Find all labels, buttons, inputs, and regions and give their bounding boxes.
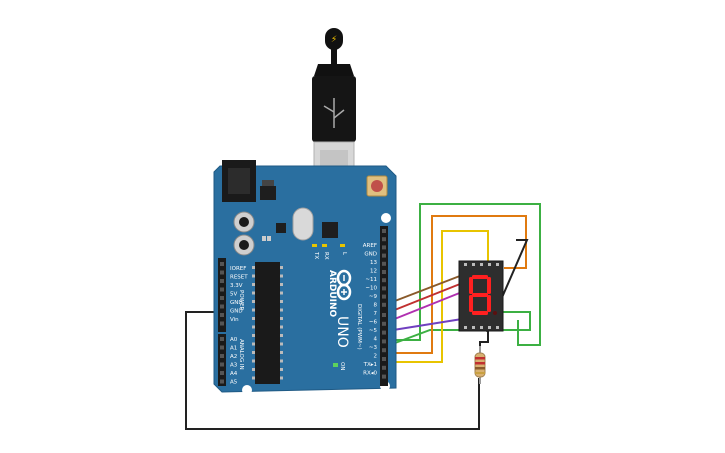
power-jack <box>222 160 256 202</box>
power-led: ON <box>333 362 345 370</box>
power-pin-label-2: 3.3V <box>230 283 243 289</box>
segment-dp <box>493 311 497 315</box>
segment-f <box>469 277 473 294</box>
analog-pin-label-5: A5 <box>230 380 238 386</box>
analog-pin-label-2: A2 <box>230 354 237 360</box>
digital-pin-label-9: ~6 <box>369 320 378 326</box>
analog-title: ANALOG IN <box>238 339 244 370</box>
resistor[interactable] <box>474 346 486 384</box>
segment-b <box>487 277 491 294</box>
digital-pin-label-6: ~9 <box>369 294 378 300</box>
digital-header-upper <box>380 226 388 310</box>
arduino-logo: ARDUINO UNO <box>327 269 352 348</box>
digital-pin-label-10: ~5 <box>369 328 378 334</box>
on-label: ON <box>339 362 345 370</box>
microcontroller-chip <box>252 262 283 384</box>
power-pin-label-1: RESET <box>230 275 248 281</box>
wire-gnd-black <box>185 311 480 430</box>
small-chip <box>276 223 286 233</box>
power-pin-labels: IOREF RESET 3.3V 5V GND GND Vin <box>230 266 248 323</box>
power-pin-label-5: GND <box>230 309 243 315</box>
digital-pin-label-11: 4 <box>374 337 378 343</box>
segment-a <box>472 275 488 279</box>
status-leds: TX RX L <box>312 244 347 260</box>
wire-green-a <box>387 203 541 346</box>
rx-led-label: RX <box>323 252 329 260</box>
seven-segment-display[interactable] <box>458 260 504 332</box>
display-segments <box>469 275 497 315</box>
digital-pin-label-5: ~10 <box>365 286 377 292</box>
digital-pin-label-1: GND <box>364 252 377 258</box>
wire-red <box>386 281 466 314</box>
segment-e <box>469 295 473 312</box>
digital-pin-label-0: AREF <box>363 243 377 249</box>
tx-led-label: TX <box>313 251 319 259</box>
power-pin-label-3: 5V <box>230 292 237 298</box>
wire-display-gnd <box>479 330 489 348</box>
voltage-regulator <box>260 180 276 200</box>
digital-pin-label-2: 13 <box>370 260 377 266</box>
digital-pin-label-13: 2 <box>374 354 378 360</box>
wire-green-b <box>386 311 531 347</box>
analog-pin-label-3: A3 <box>230 363 238 369</box>
digital-pin-label-4: ~11 <box>365 277 377 283</box>
digital-pin-label-12: ~3 <box>369 345 378 351</box>
crystal-oscillator <box>292 207 314 241</box>
usb-chip <box>322 222 338 238</box>
digital-pin-labels: AREF GND 13 12 ~11 ~10 ~9 8 7 ~6 ~5 4 ~3 2TX▸1RX◂0 <box>363 243 378 377</box>
reset-button[interactable] <box>366 175 388 197</box>
wires <box>185 203 541 430</box>
wire-purple <box>386 318 463 332</box>
power-pin-label-0: IOREF <box>230 266 246 272</box>
segment-g <box>472 293 488 297</box>
svg-text:⚡: ⚡ <box>331 35 337 45</box>
digital-header-lower <box>380 310 388 386</box>
model-label: UNO <box>334 316 350 348</box>
wire-yellow <box>387 230 489 363</box>
power-pin-label-4: GND <box>230 300 243 306</box>
analog-pin-label-4: A4 <box>230 371 238 377</box>
digital-pin-label-7: 8 <box>374 303 378 309</box>
segment-c <box>487 295 491 312</box>
segment-d <box>472 311 488 315</box>
digital-pin-label-15: RX◂0 <box>363 371 377 377</box>
wire-orange <box>387 215 527 354</box>
wire-brown <box>386 273 466 305</box>
digital-pin-label-3: 12 <box>370 269 377 275</box>
power-header <box>218 258 226 332</box>
l-led-label: L <box>341 252 347 256</box>
arduino-board[interactable]: TX RX L ARDUINO UNO ON IOR <box>213 160 397 395</box>
analog-pin-label-0: A0 <box>230 337 238 343</box>
digital-pin-label-14: TX▸1 <box>363 362 377 368</box>
brand-label: ARDUINO <box>327 270 337 318</box>
capacitors <box>233 211 255 256</box>
wire-magenta <box>386 289 468 323</box>
digital-pin-label-8: 7 <box>374 311 378 317</box>
digital-title: DIGITAL (PWM~) <box>356 304 362 350</box>
power-title: POWER <box>238 290 244 311</box>
power-pin-label-6: Vin <box>230 317 239 323</box>
analog-header <box>218 334 226 386</box>
analog-pin-label-1: A1 <box>230 346 237 352</box>
